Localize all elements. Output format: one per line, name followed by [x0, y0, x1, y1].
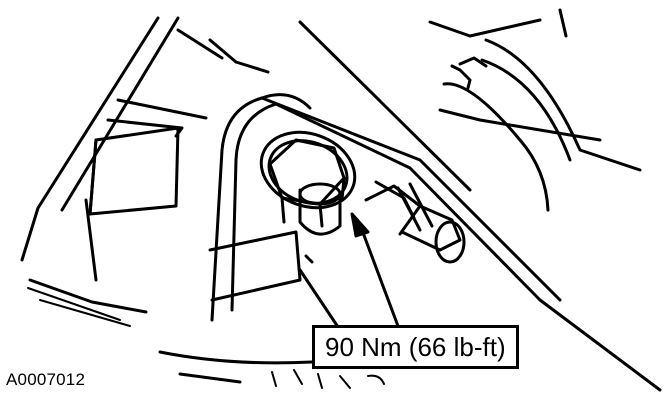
hatch-marks — [271, 369, 385, 389]
curved-bracket — [210, 93, 562, 322]
figure-id-label: A0007012 — [6, 370, 86, 389]
upper-housing — [298, 8, 642, 212]
left-frame-member — [20, 16, 208, 262]
upper-arm — [176, 28, 270, 74]
lower-flange — [158, 230, 662, 392]
torque-callout-label: 90 Nm (66 lb-ft) — [312, 325, 519, 369]
leader-arrow — [350, 212, 400, 328]
left-bracket-block — [27, 126, 180, 327]
hex-bolt — [259, 130, 357, 236]
secondary-bolt — [364, 180, 466, 264]
